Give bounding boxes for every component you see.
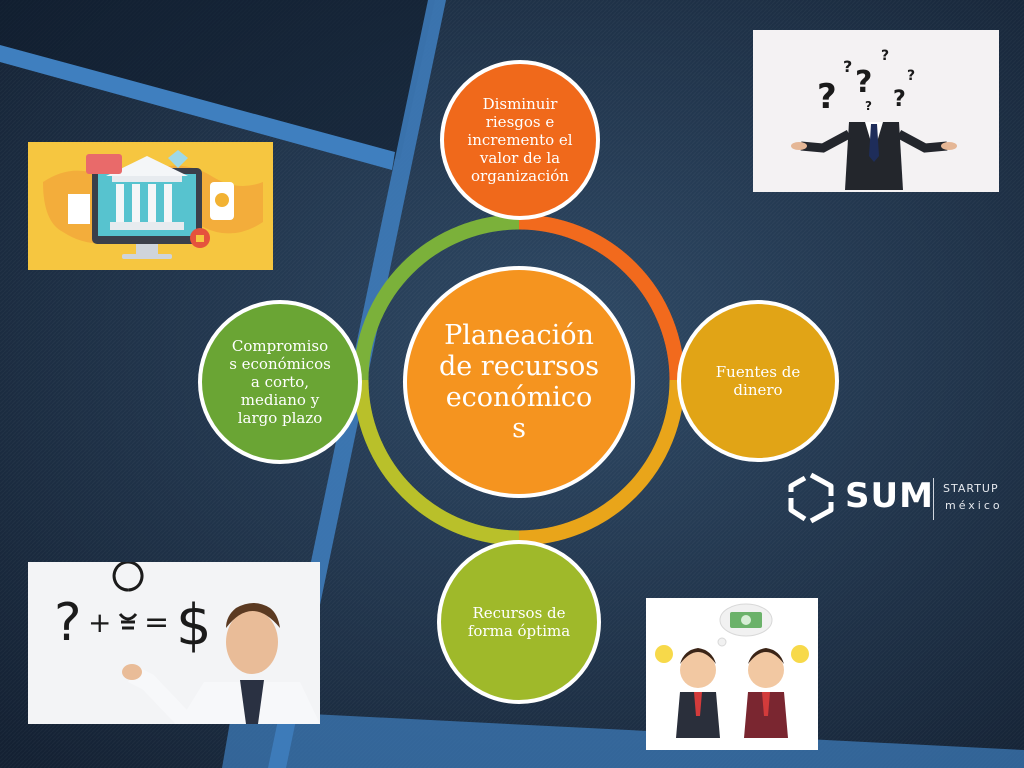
- node-economic-commitments-label: Compromiso s económicos a corto, mediano…: [229, 337, 331, 427]
- svg-text:=: =: [144, 605, 169, 640]
- dark-panel: [0, 0, 435, 160]
- sum-logo-icon: [788, 472, 834, 524]
- blue-stripe-bottom: [222, 710, 1024, 768]
- question-man-photo: ? ? ? ? ? ? ?: [753, 30, 999, 192]
- logo-divider: [933, 478, 934, 520]
- svg-text:?: ?: [843, 57, 852, 76]
- svg-text:?: ?: [54, 593, 82, 653]
- logo-line2: méxico: [945, 499, 1003, 512]
- svg-text:?: ?: [865, 99, 872, 113]
- svg-text:?: ?: [817, 77, 837, 117]
- svg-text:?: ?: [893, 87, 906, 112]
- dollar-sign-icon: $: [176, 593, 212, 658]
- node-central-planning-label: Planeación de recursos económico s: [438, 320, 600, 444]
- node-money-sources: Fuentes de dinero: [677, 300, 839, 462]
- node-money-sources-label: Fuentes de dinero: [715, 363, 801, 399]
- logo-brand: SUM: [845, 476, 934, 516]
- node-reduce-risks-label: Disminuir riesgos e incremento el valor …: [467, 95, 573, 185]
- node-reduce-risks: Disminuir riesgos e incremento el valor …: [440, 60, 600, 220]
- sum-startup-logo: SUM STARTUP méxico: [783, 470, 1008, 526]
- node-central-planning: Planeación de recursos económico s: [403, 266, 635, 498]
- ring-segment-top-right: [518, 214, 685, 381]
- bank-illustration: [28, 142, 273, 270]
- svg-text:?: ?: [855, 65, 872, 100]
- bank-icon: [106, 156, 188, 230]
- svg-text:?: ?: [907, 68, 915, 84]
- ring-segment-bottom-right: [518, 379, 685, 546]
- businessmen-idea-illustration: [646, 598, 818, 750]
- svg-text:+: +: [88, 606, 111, 639]
- money-bill-icon: [730, 612, 762, 628]
- blue-stripe-left: [0, 45, 395, 170]
- idea-equals-money-photo: ? + = $: [28, 562, 320, 724]
- node-optimal-resources-label: Recursos de forma óptima: [467, 604, 571, 640]
- lightbulb-icon: [112, 562, 144, 630]
- ring-segment-top-left: [353, 214, 520, 381]
- logo-line1: STARTUP: [943, 482, 999, 495]
- ring-segment-bottom-left: [353, 379, 520, 546]
- node-optimal-resources: Recursos de forma óptima: [437, 540, 601, 704]
- node-economic-commitments: Compromiso s económicos a corto, mediano…: [198, 300, 362, 464]
- question-mark-icon: ? ? ? ? ? ? ?: [817, 48, 915, 117]
- svg-text:?: ?: [881, 48, 889, 64]
